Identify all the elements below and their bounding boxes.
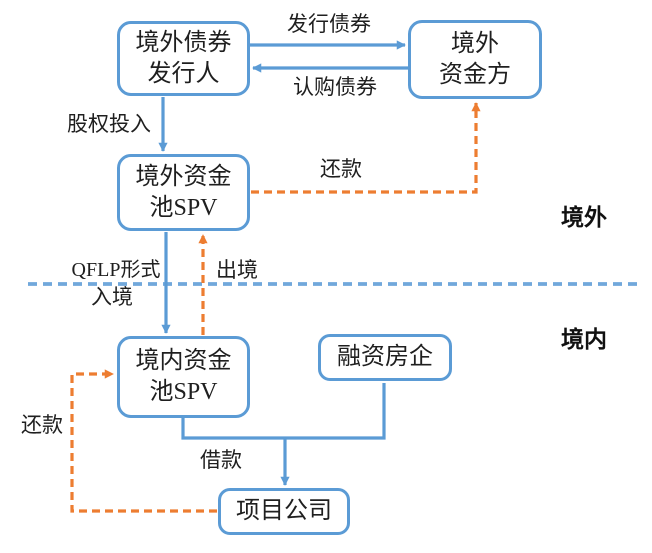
node-offshore-bond-issuer: 境外债券 发行人 bbox=[117, 21, 250, 96]
label-exit-border: 出境 bbox=[216, 258, 258, 282]
node-label-line: 池SPV bbox=[149, 379, 218, 405]
node-label-line: 资金方 bbox=[439, 61, 511, 88]
node-label-line: 境外债券 bbox=[135, 29, 232, 56]
node-label-line: 境内资金 bbox=[135, 348, 232, 374]
label-subscribe-bonds: 认购债券 bbox=[293, 75, 377, 99]
region-label-offshore: 境外 bbox=[561, 204, 607, 230]
node-label-line: 融资房企 bbox=[337, 344, 433, 370]
edge-repayment-onshore bbox=[70, 369, 217, 513]
label-repayment-onshore: 还款 bbox=[21, 413, 63, 437]
label-loan: 借款 bbox=[200, 448, 242, 472]
node-label-line: 发行人 bbox=[147, 60, 220, 87]
node-onshore-capital-pool-spv: 境内资金 池SPV bbox=[117, 336, 250, 418]
region-label-onshore: 境内 bbox=[561, 326, 607, 352]
label-qflp-form: QFLP形式 bbox=[71, 259, 161, 281]
edge-repayment-offshore bbox=[251, 102, 481, 194]
label-issue-bonds: 发行债券 bbox=[287, 12, 371, 36]
node-project-company: 项目公司 bbox=[218, 488, 350, 535]
label-equity-investment: 股权投入 bbox=[67, 112, 151, 136]
node-label-line: 境外 bbox=[451, 30, 499, 57]
node-label-line: 境外资金 bbox=[135, 163, 232, 190]
node-label-line: 项目公司 bbox=[236, 498, 332, 524]
node-offshore-capital-provider: 境外 资金方 bbox=[408, 20, 542, 99]
node-financing-developer: 融资房企 bbox=[318, 334, 452, 381]
node-offshore-capital-pool-spv: 境外资金 池SPV bbox=[117, 154, 250, 231]
label-repayment-offshore: 还款 bbox=[320, 157, 362, 181]
node-label-line: 池SPV bbox=[149, 194, 218, 221]
label-qflp-entry: 入境 bbox=[91, 285, 133, 309]
